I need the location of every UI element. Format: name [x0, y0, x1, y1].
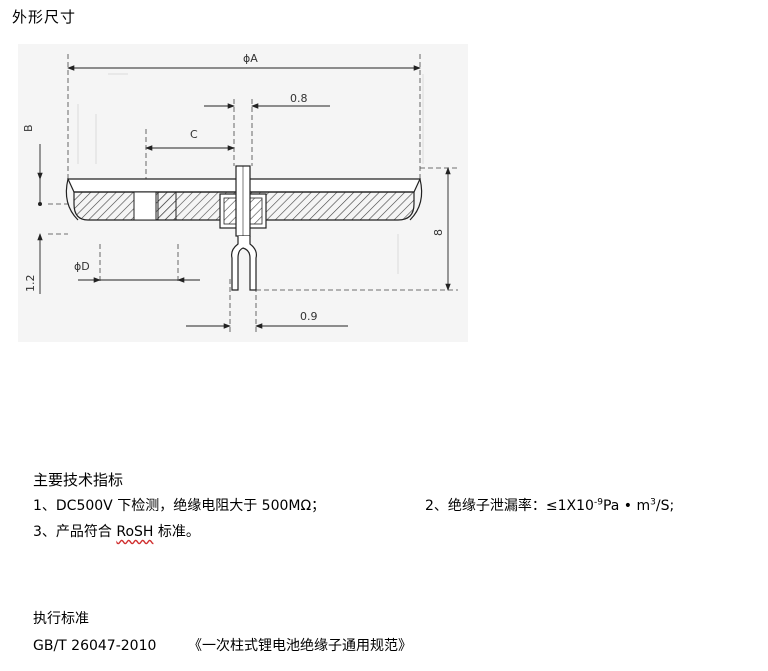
spec-item-2-prefix: 2、绝缘子泄漏率：≤1X10 [425, 498, 594, 514]
dimension-phiD: ϕD [74, 260, 200, 283]
drawing-svg: ϕA 0.8 C B 1.2 [22, 52, 458, 334]
section-title-dimensions: 外形尺寸 [12, 8, 77, 26]
dimension-0-8-top: 0.8 [204, 92, 330, 109]
dim-label-1-2: 1.2 [24, 275, 37, 293]
spec-item-3-suffix: 标准。 [153, 524, 200, 540]
dim-label-C: C [190, 128, 198, 141]
spec-item-2-mid: Pa • m [602, 498, 651, 514]
spec-line-1-2: 1、DC500V 下检测，绝缘电阻大于 500MΩ； 2、绝缘子泄漏率：≤1X1… [33, 493, 674, 519]
dimension-1-2: 1.2 [24, 202, 43, 294]
standard-section: 执行标准 GB/T 26047-2010 《一次柱式锂电池绝缘子通用规范》 [33, 606, 412, 660]
dim-label-B: B [22, 124, 35, 132]
dim-label-0-9: 0.9 [300, 310, 318, 323]
standard-code: GB/T 26047-2010 [33, 638, 157, 654]
spec-item-3-prefix: 3、产品符合 [33, 524, 117, 540]
center-pin [231, 165, 257, 291]
dimension-C: C [145, 128, 235, 151]
background-sketch [77, 73, 424, 274]
technical-drawing: ϕA 0.8 C B 1.2 [18, 44, 468, 342]
spec-item-1: 1、DC500V 下检测，绝缘电阻大于 500MΩ； [33, 498, 326, 514]
spec-item-2: 2、绝缘子泄漏率：≤1X10-9Pa • m3/S; [425, 493, 674, 519]
dim-label-phiA: ϕA [243, 52, 258, 65]
dimension-8: 8 [432, 167, 451, 291]
spec-item-2-exponent: -9 [593, 497, 603, 508]
standard-heading: 执行标准 [33, 611, 89, 627]
spec-item-2-exponent-2: 3 [650, 497, 656, 508]
specifications-heading: 主要技术指标 [33, 471, 124, 489]
dimension-0-9: 0.9 [186, 310, 348, 329]
dimension-B: B [22, 124, 43, 204]
spec-item-2-suffix: /S; [655, 498, 675, 514]
dim-label-0-8-top: 0.8 [290, 92, 308, 105]
spec-item-3-rohs: RoSH [116, 524, 154, 540]
spec-item-3: 3、产品符合 RoSH 标准。 [33, 519, 325, 545]
standard-line: GB/T 26047-2010 《一次柱式锂电池绝缘子通用规范》 [33, 633, 412, 660]
dim-label-8: 8 [432, 229, 445, 236]
dim-label-phiD: ϕD [74, 260, 90, 273]
specifications-section: 主要技术指标 1、DC500V 下检测，绝缘电阻大于 500MΩ； 2、绝缘子泄… [33, 467, 674, 545]
standard-name: 《一次柱式锂电池绝缘子通用规范》 [188, 638, 412, 654]
dimension-phiA: ϕA [67, 52, 421, 71]
